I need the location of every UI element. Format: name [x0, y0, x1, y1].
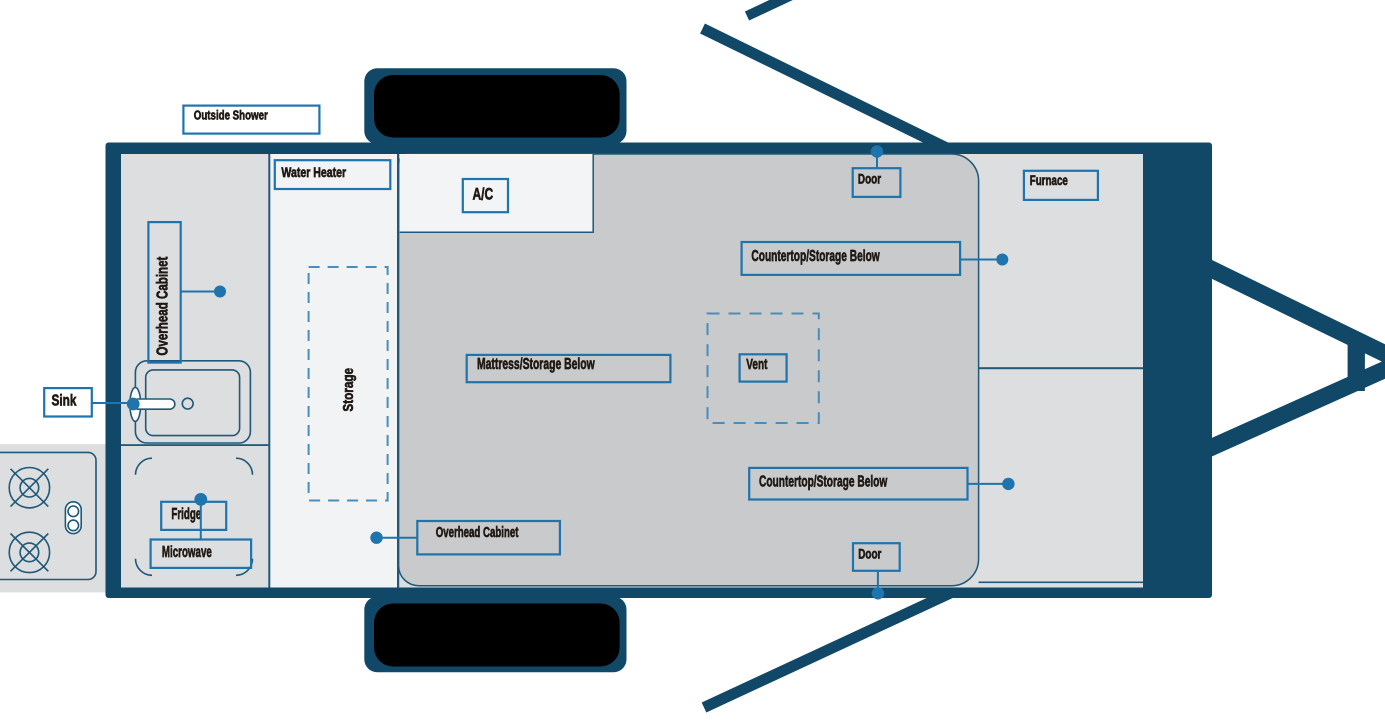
svg-text:Vent: Vent — [746, 356, 767, 373]
svg-text:Countertop/Storage Below: Countertop/Storage Below — [759, 473, 888, 490]
svg-text:Door: Door — [858, 170, 882, 186]
svg-text:A/C: A/C — [473, 184, 494, 203]
svg-text:Overhead Cabinet: Overhead Cabinet — [436, 524, 519, 541]
svg-text:Overhead Cabinet: Overhead Cabinet — [154, 256, 171, 355]
svg-text:Countertop/Storage Below: Countertop/Storage Below — [751, 248, 880, 265]
svg-text:Fridge: Fridge — [171, 506, 201, 523]
svg-text:Microwave: Microwave — [162, 544, 212, 561]
svg-text:Sink: Sink — [52, 393, 77, 410]
svg-text:Water Heater: Water Heater — [281, 164, 346, 180]
svg-text:Door: Door — [858, 545, 882, 561]
svg-text:Outside Shower: Outside Shower — [194, 107, 268, 122]
svg-text:Furnace: Furnace — [1030, 172, 1068, 188]
svg-text:Storage: Storage — [340, 368, 357, 412]
svg-text:Mattress/Storage Below: Mattress/Storage Below — [477, 356, 595, 373]
